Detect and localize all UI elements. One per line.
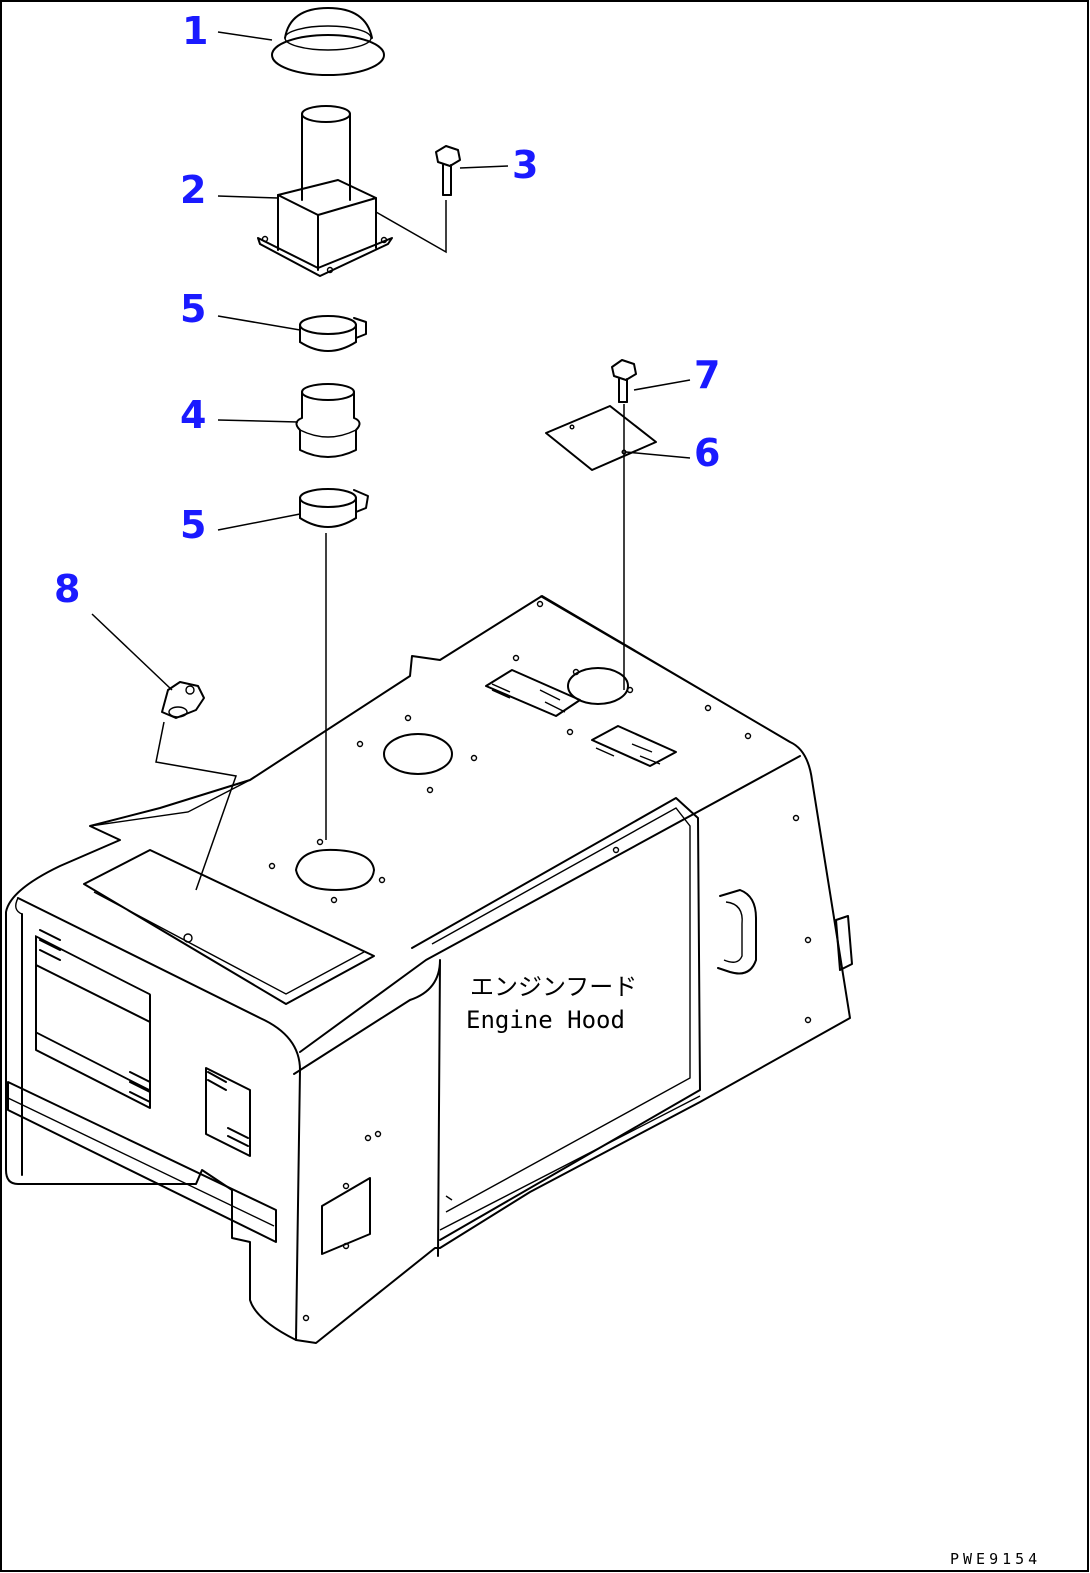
part-3-bolt (375, 145, 461, 254)
drawing-code: PWE9154 (950, 1550, 1041, 1568)
part-8-latch (155, 681, 238, 891)
callout-1: 1 (182, 9, 208, 53)
part-2-exhaust-pipe (257, 105, 393, 277)
engine-hood-body (5, 595, 853, 1344)
callout-5-upper: 5 (180, 287, 206, 331)
part-5-clamp-upper (299, 315, 367, 352)
callout-6: 6 (694, 431, 720, 475)
callout-2: 2 (180, 168, 206, 212)
hood-label-japanese: エンジンフード (470, 973, 637, 1001)
leader-lines (91, 31, 691, 691)
part-4-connector-tube (295, 383, 361, 458)
part-6-cover-plate (545, 404, 657, 690)
hood-label-english: Engine Hood (466, 1006, 625, 1034)
part-1-rain-cap (271, 7, 385, 76)
part-5-clamp-lower (299, 488, 369, 840)
callout-8: 8 (54, 567, 80, 611)
callout-3: 3 (512, 143, 538, 187)
part-7-bolt (611, 359, 637, 403)
callout-4: 4 (180, 393, 206, 437)
callout-7: 7 (694, 353, 720, 397)
callout-5-lower: 5 (180, 503, 206, 547)
